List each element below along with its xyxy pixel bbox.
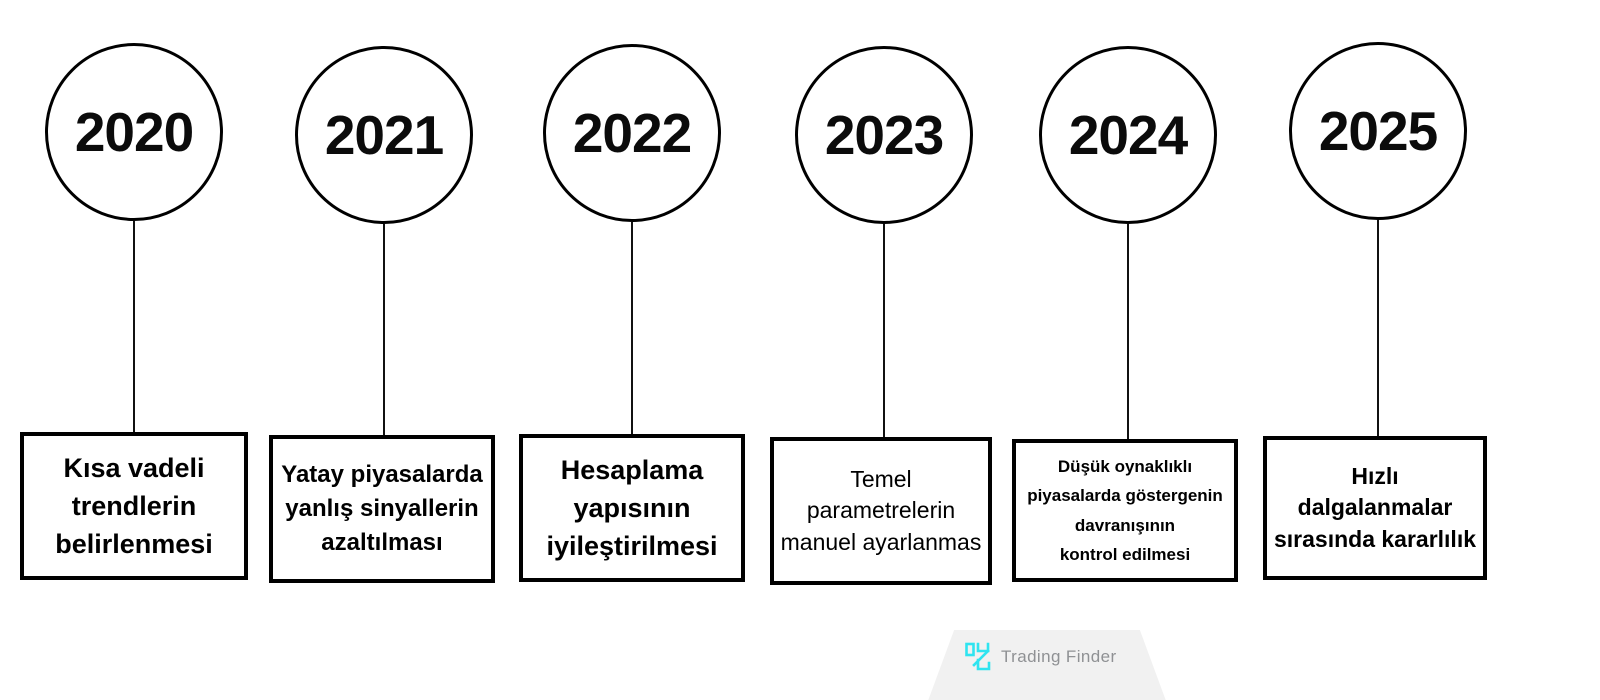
caption-text-2024: Düşük oynaklıklı piyasalarda göstergenin… [1027, 457, 1223, 564]
watermark: Trading Finder [918, 630, 1176, 700]
year-label-2025: 2025 [1318, 99, 1438, 162]
connector-line-2024 [1127, 224, 1129, 440]
caption-box-2020[interactable]: Kısa vadeli trendlerin belirlenmesi [20, 432, 248, 580]
trading-finder-logo-icon [965, 642, 991, 671]
year-label-2024: 2024 [1068, 103, 1188, 166]
connector-line-2023 [883, 224, 885, 438]
year-circle-2020[interactable]: 2020 [45, 43, 223, 221]
year-circle-2024[interactable]: 2024 [1039, 46, 1217, 224]
caption-box-2022[interactable]: Hesaplama yapısının iyileştirilmesi [519, 434, 745, 582]
year-label-2023: 2023 [824, 103, 944, 166]
connector-line-2025 [1377, 220, 1379, 437]
caption-box-2025[interactable]: Hızlı dalgalanmalar sırasında kararlılık [1263, 436, 1487, 580]
year-label-2022: 2022 [572, 101, 692, 164]
caption-text-2022: Hesaplama yapısının iyileştirilmesi [546, 454, 718, 562]
caption-text-2023: Temel parametrelerin manuel ayarlanmas [780, 466, 982, 555]
watermark-brand-label: Trading Finder [1001, 647, 1117, 666]
connector-line-2020 [133, 221, 135, 436]
year-label-2020: 2020 [74, 100, 194, 163]
caption-text-2021: Yatay piyasalarda yanlış sinyallerin aza… [281, 460, 483, 557]
year-label-2021: 2021 [324, 103, 444, 166]
watermark-plate [928, 630, 1166, 700]
watermark-content: Trading Finder [964, 642, 1117, 672]
caption-box-2021[interactable]: Yatay piyasalarda yanlış sinyallerin aza… [269, 435, 495, 583]
caption-text-2020: Kısa vadeli trendlerin belirlenmesi [55, 452, 213, 560]
caption-box-2023[interactable]: Temel parametrelerin manuel ayarlanmas [770, 437, 992, 585]
year-circle-2021[interactable]: 2021 [295, 46, 473, 224]
caption-text-2025: Hızlı dalgalanmalar sırasında kararlılık [1273, 463, 1476, 552]
connector-line-2022 [631, 222, 633, 436]
year-circle-2025[interactable]: 2025 [1289, 42, 1467, 220]
year-circle-2022[interactable]: 2022 [543, 44, 721, 222]
caption-box-2024[interactable]: Düşük oynaklıklı piyasalarda göstergenin… [1012, 439, 1238, 582]
connector-line-2021 [383, 224, 385, 438]
year-circle-2023[interactable]: 2023 [795, 46, 973, 224]
